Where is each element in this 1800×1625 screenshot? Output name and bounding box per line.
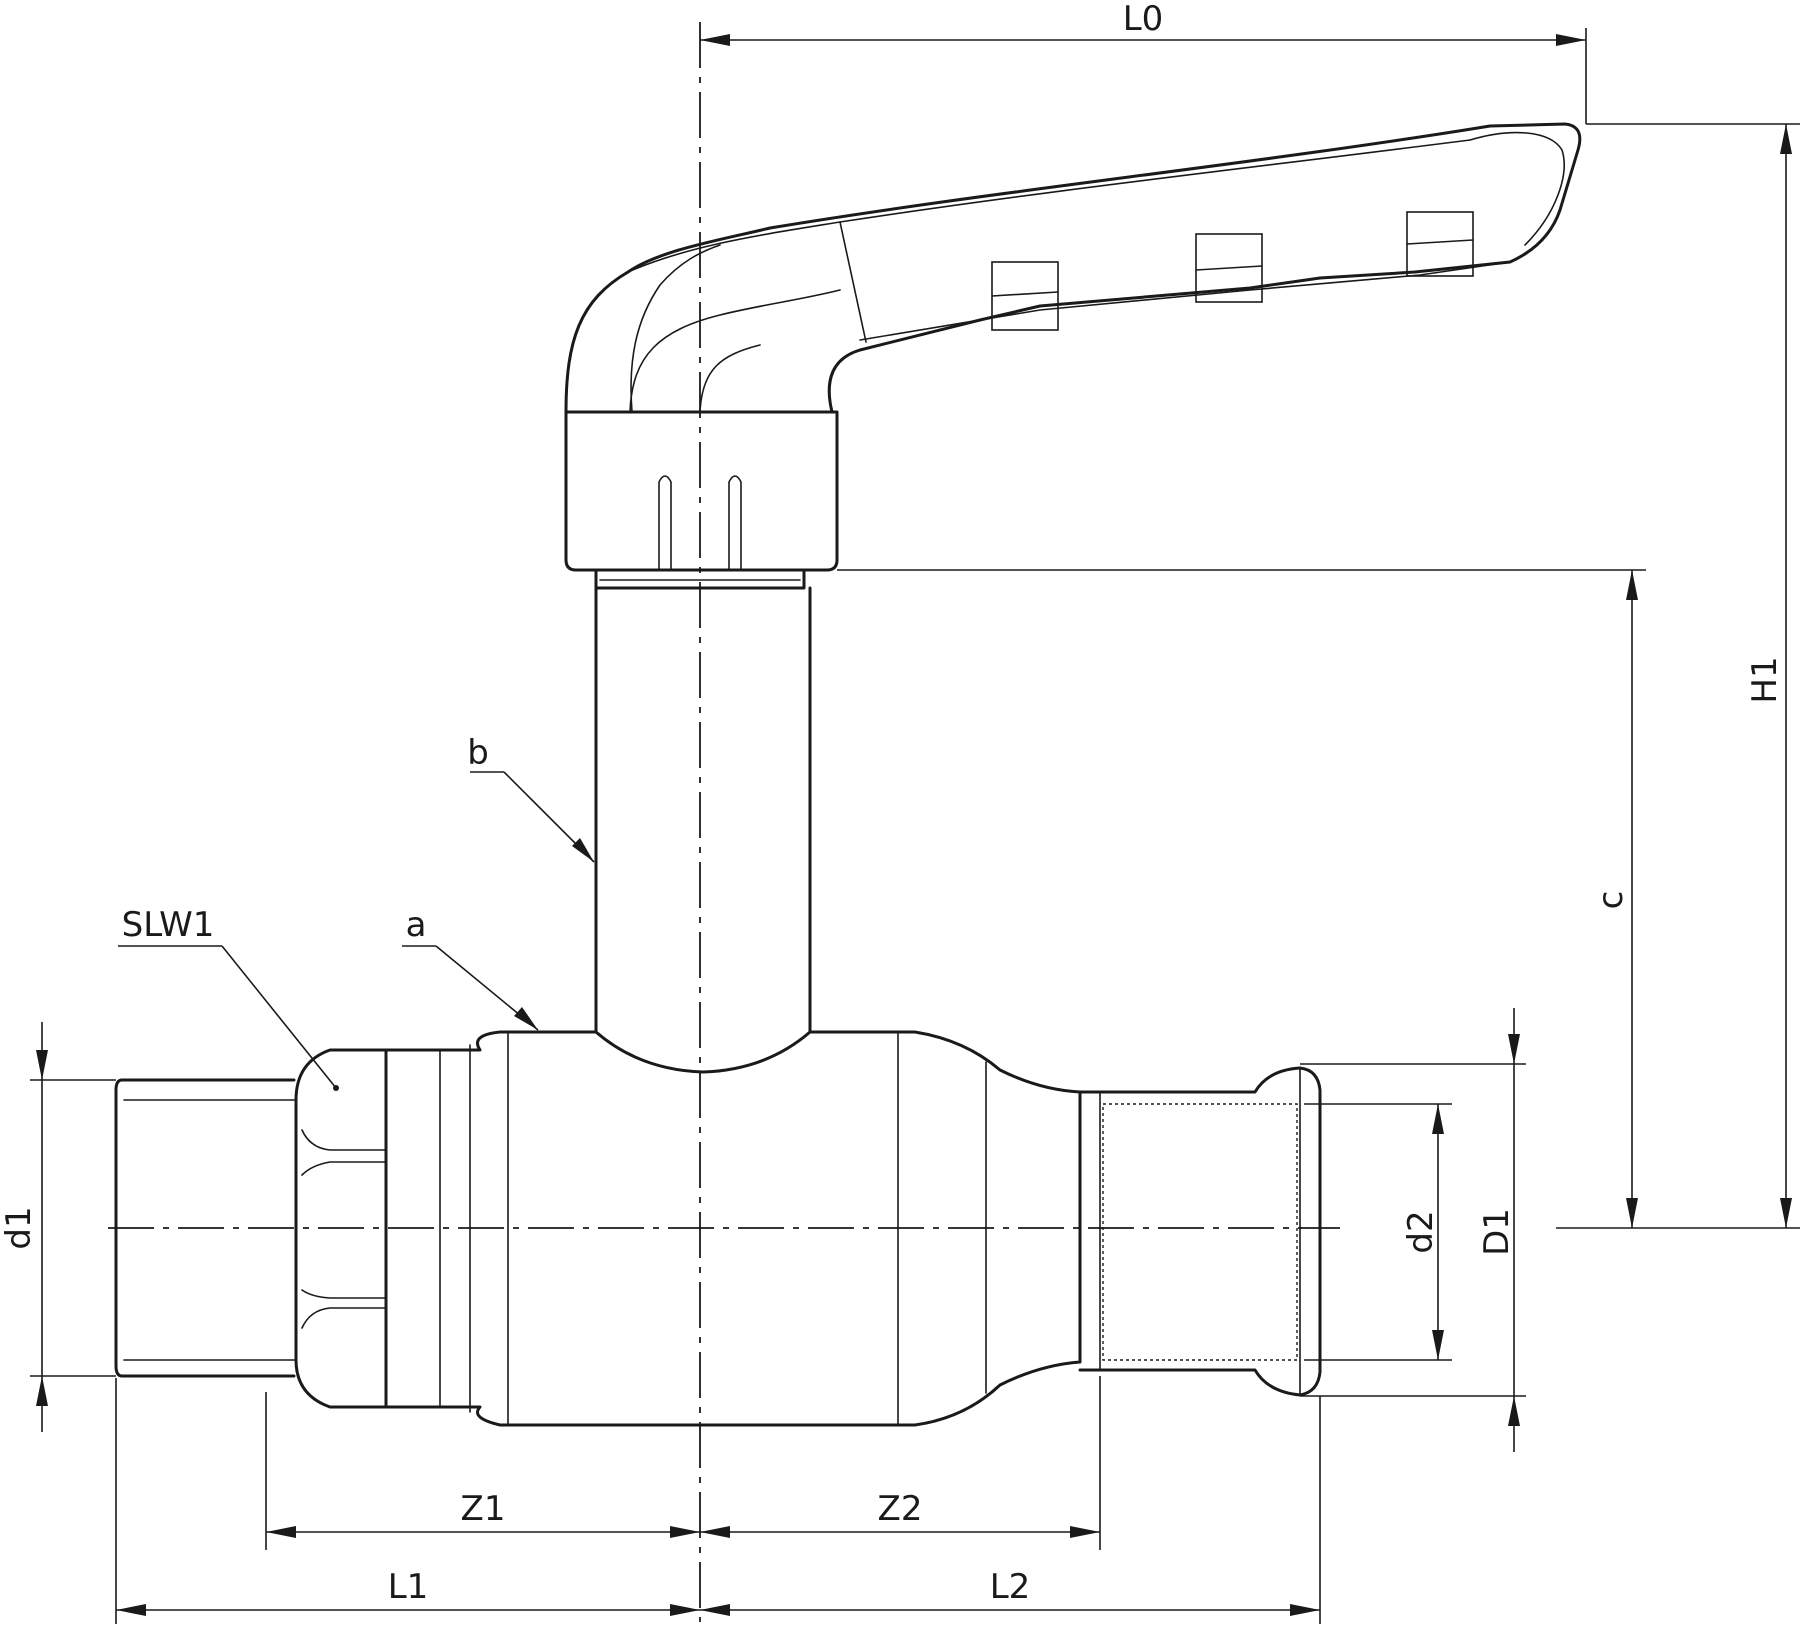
L1-arrow-left (116, 1604, 146, 1616)
d1-arrow-top (36, 1050, 48, 1080)
b-leader-arrow (572, 838, 594, 862)
label-a: a (406, 905, 427, 945)
hex-nut-facet-bottom (301, 1307, 387, 1329)
handle-rib-line-1 (991, 291, 1059, 297)
label-SLW1: SLW1 (122, 905, 215, 945)
handle-base-block (564, 410, 839, 572)
label-b: b (467, 733, 489, 773)
c-arrow-bottom (1626, 1198, 1638, 1228)
label-L1: L1 (388, 1567, 429, 1607)
Z2-arrow-left (700, 1526, 730, 1538)
D1-arrow-top (1508, 1034, 1520, 1064)
dimension-L1: L1 (115, 1378, 700, 1624)
handle-pin-left (658, 475, 672, 571)
handle-body-outline (564, 122, 1582, 414)
dimension-H1: H1 (1556, 123, 1800, 1229)
label-L2: L2 (990, 1567, 1031, 1607)
stem-collar (594, 568, 806, 590)
dimension-L2: L2 (700, 1396, 1321, 1624)
dimension-Z2: Z2 (700, 1376, 1101, 1550)
L0-arrow-right (1556, 34, 1586, 46)
label-Z2: Z2 (878, 1489, 923, 1529)
L2-arrow-left (700, 1604, 730, 1616)
handle-top-edge (627, 139, 1471, 273)
L0-arrow-left (700, 34, 730, 46)
press-socket (1078, 1066, 1322, 1397)
dimension-Z1: Z1 (265, 1392, 700, 1550)
leader-b: b (467, 733, 595, 863)
dimension-d2: d2 (1304, 1103, 1452, 1361)
dimension-D1: D1 (1300, 1008, 1526, 1452)
label-L0: L0 (1123, 0, 1164, 39)
lever-handle (564, 122, 1582, 572)
Z1-arrow-right (670, 1526, 700, 1538)
hex-nut-facet-mid-bottom (301, 1289, 387, 1299)
H1-arrow-bottom (1780, 1198, 1792, 1228)
a-leader-arrow (514, 1007, 538, 1030)
d2-arrow-bottom (1432, 1330, 1444, 1360)
c-arrow-top (1626, 570, 1638, 600)
center-lines (108, 22, 1340, 1622)
Z1-arrow-left (266, 1526, 296, 1538)
handle-elbow-inner-curve (629, 289, 841, 413)
hex-nut-facet-top (301, 1129, 387, 1151)
SLW1-leader-line (221, 945, 337, 1089)
label-d2: d2 (1401, 1210, 1441, 1253)
socket-seal-zone (1102, 1103, 1298, 1361)
handle-elbow-inner-curve-2 (699, 344, 761, 413)
leader-SLW1: SLW1 (118, 905, 337, 1089)
L2-arrow-right (1290, 1604, 1320, 1616)
label-D1: D1 (1477, 1208, 1517, 1256)
label-H1: H1 (1745, 656, 1785, 703)
handle-left-curve (630, 244, 721, 413)
leader-a: a (402, 905, 539, 1031)
handle-tip-curve (1469, 131, 1565, 246)
hex-nut-facet-mid-top (301, 1161, 387, 1176)
label-Z1: Z1 (461, 1489, 506, 1529)
dimension-d1: d1 (0, 1022, 116, 1432)
handle-lower-inner-line (859, 261, 1511, 341)
hex-nut (294, 1048, 388, 1409)
label-d1: d1 (0, 1206, 39, 1249)
L1-arrow-right (670, 1604, 700, 1616)
handle-rib-line-3 (1406, 239, 1474, 245)
valve-body (114, 1030, 1322, 1427)
body-outline (384, 1030, 1082, 1427)
label-c: c (1591, 891, 1631, 910)
valve-stem (594, 568, 812, 1034)
handle-rib-2 (1195, 233, 1263, 303)
H1-arrow-top (1780, 124, 1792, 154)
dimension-L0: L0 (700, 0, 1587, 124)
handle-rib-line-2 (1195, 265, 1263, 271)
male-thread-end (114, 1078, 296, 1378)
d1-arrow-bottom (36, 1376, 48, 1406)
D1-arrow-bottom (1508, 1396, 1520, 1426)
Z2-arrow-right (1070, 1526, 1100, 1538)
handle-pin-right (728, 475, 742, 571)
dimension-c: c (837, 569, 1646, 1228)
d2-arrow-top (1432, 1104, 1444, 1134)
stem-tube (594, 586, 812, 1034)
handle-seam-line (839, 221, 867, 343)
